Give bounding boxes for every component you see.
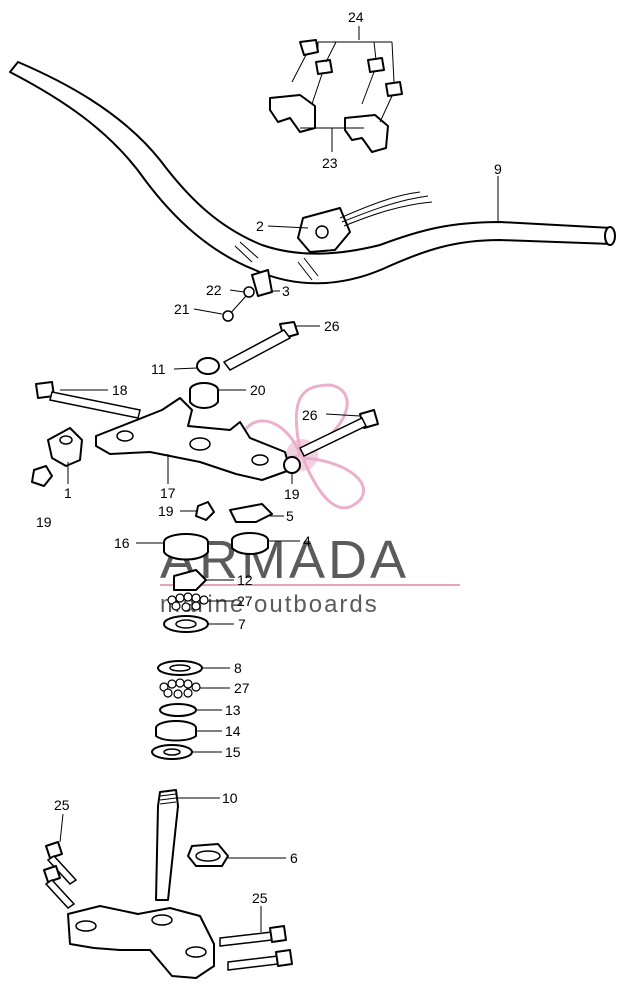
handlebar-holder-left [269,94,316,133]
callout-26-middle: 26 [302,407,318,423]
bolt-18 [35,381,141,419]
bearing-cover-16 [163,533,209,561]
bushing-20 [189,382,219,409]
handlebar-switch [297,191,433,253]
callout-22: 22 [206,282,222,298]
leader-lines [59,26,499,932]
handlebar [9,61,616,285]
lower-bracket [67,905,215,979]
bearing-cone-12 [173,569,207,591]
nut-19-lower [195,501,215,521]
callout-23: 23 [322,155,338,171]
bushing-5 [229,503,273,523]
race-7 [163,615,209,633]
callout-labels: 24 23 9 2 3 22 21 26 11 20 18 26 1 17 19… [36,9,502,906]
callout-27-upper: 27 [237,593,253,609]
seal-4 [231,532,269,555]
handlebar-holder-right [344,114,389,153]
callout-4: 4 [303,533,311,549]
callout-2: 2 [256,218,264,234]
callout-27-lower: 27 [234,680,250,696]
steel-balls-lower [159,678,201,699]
bolt-21 [222,295,247,322]
callout-20: 20 [250,382,266,398]
upper-bracket [95,397,291,481]
callout-26-upper: 26 [324,318,340,334]
race-13 [159,703,197,717]
callout-13: 13 [225,702,241,718]
callout-18: 18 [112,382,128,398]
bolts-25-left [43,841,78,909]
bolt-26-upper [222,321,299,371]
steel-balls-upper [167,592,209,612]
callout-25-left: 25 [54,797,70,813]
callout-14: 14 [225,723,241,739]
clamp-1 [47,427,83,467]
callout-12: 12 [237,572,253,588]
clip-3 [251,269,273,297]
cap-11 [196,357,220,375]
bolts-25-right [219,925,293,971]
callout-16: 16 [114,535,130,551]
callout-19-left: 19 [36,514,52,530]
race-8 [157,660,203,676]
nut-19-left [31,465,53,487]
callout-11: 11 [151,361,166,377]
nut-19-right [283,456,301,474]
callout-19-right: 19 [284,486,300,502]
callout-1: 1 [64,485,72,501]
callout-10: 10 [222,790,238,806]
callout-24: 24 [348,9,364,25]
washer-22 [243,286,255,298]
callout-21: 21 [174,301,190,317]
bolt-26-middle [298,409,379,457]
callout-3: 3 [282,283,290,299]
callout-19-lower: 19 [158,503,174,519]
callout-25-right: 25 [252,890,268,906]
callout-6: 6 [290,850,298,866]
callout-7: 7 [238,616,246,632]
callout-17: 17 [160,485,176,501]
callout-5: 5 [286,508,294,524]
washer-15 [151,744,193,760]
holder-bolts [291,39,403,123]
clip-6 [187,843,229,867]
dust-seal-14 [155,720,197,742]
callout-8: 8 [234,660,242,676]
callout-9: 9 [494,161,502,177]
callout-15: 15 [225,744,241,760]
steering-stem [155,789,179,901]
